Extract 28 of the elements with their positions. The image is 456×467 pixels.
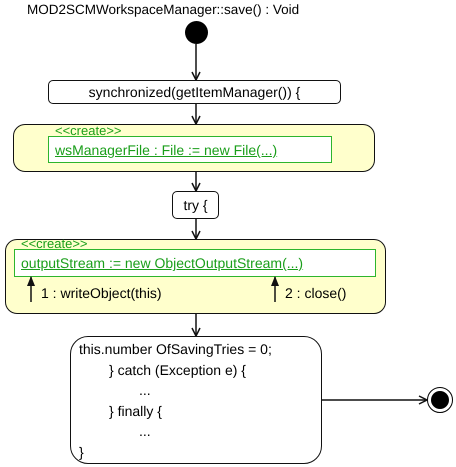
flow-arrow xyxy=(191,104,201,125)
code-line: this.number OfSavingTries = 0; xyxy=(79,341,272,357)
stereotype-label: <<create>> xyxy=(21,237,88,250)
create-call-text: wsManagerFile : File := new File(...) xyxy=(55,142,278,158)
flow-arrow xyxy=(322,395,428,405)
message-arrow xyxy=(27,276,35,302)
code-line: } finally { xyxy=(109,402,162,418)
code-line: } catch (Exception e) { xyxy=(109,362,246,378)
message-arrow xyxy=(271,276,279,302)
message-label: 1 : writeObject(this) xyxy=(25,283,175,303)
code-line: } xyxy=(79,444,84,460)
initial-state xyxy=(185,21,208,44)
activity-region xyxy=(13,124,375,172)
final-state xyxy=(427,387,453,413)
code-line: ... xyxy=(139,382,151,398)
activity-region xyxy=(5,239,386,314)
flow-arrow xyxy=(191,219,201,240)
stereotype-label: <<create>> xyxy=(55,124,122,137)
action-box: synchronized(getItemManager()) { xyxy=(48,80,341,104)
diagram-title: MOD2SCMWorkspaceManager::save() : Void xyxy=(27,2,300,17)
create-call-text: outputStream := new ObjectOutputStream(...) xyxy=(21,255,304,271)
code-line: ... xyxy=(139,423,151,439)
flow-arrow xyxy=(191,172,201,192)
flow-arrow xyxy=(191,314,201,337)
code-box xyxy=(70,336,322,464)
action-box: try { xyxy=(172,191,219,219)
flow-arrow xyxy=(191,44,201,81)
message-label: 2 : close() xyxy=(269,283,369,303)
